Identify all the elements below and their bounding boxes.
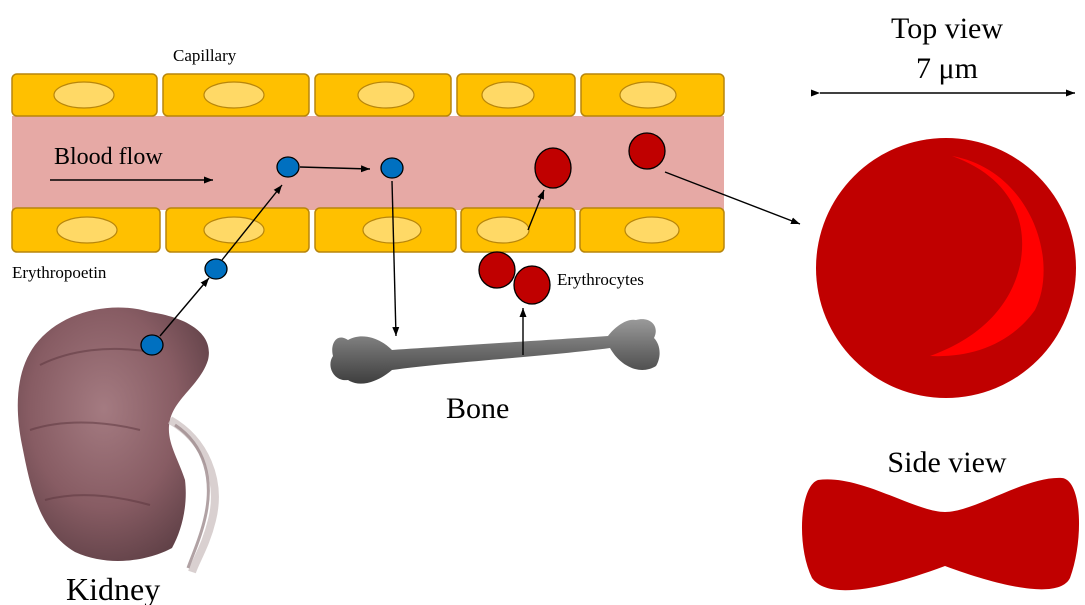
side-view-label: Side view xyxy=(887,446,1006,479)
capillary-wall-bottom xyxy=(12,208,724,252)
capillary-wall-top xyxy=(12,74,724,116)
erythrocytes-label: Erythrocytes xyxy=(557,270,644,289)
erythrocyte xyxy=(479,252,515,288)
bone-label: Bone xyxy=(446,392,509,425)
kidney-label: Kidney xyxy=(66,571,160,605)
erythropoetin-molecule xyxy=(277,157,299,177)
erythrocyte-side-view xyxy=(802,478,1079,590)
erythropoetin-molecule xyxy=(141,335,163,355)
endothelial-cell xyxy=(163,74,309,116)
endothelial-cell xyxy=(12,74,157,116)
endothelial-cell xyxy=(315,208,456,252)
endothelial-cell xyxy=(166,208,309,252)
kidney-illustration xyxy=(18,307,215,572)
endothelial-cell xyxy=(461,208,575,252)
endothelial-cell xyxy=(580,208,724,252)
erythrocyte xyxy=(535,148,571,188)
erythropoetin-label: Erythropoetin xyxy=(12,263,107,282)
erythrocyte-top-view xyxy=(816,138,1076,398)
erythropoetin-molecule xyxy=(381,158,403,178)
endothelial-cell xyxy=(315,74,451,116)
endothelial-cell xyxy=(457,74,575,116)
size-label: 7 μm xyxy=(916,52,978,85)
endothelial-cell xyxy=(581,74,724,116)
top-view-label: Top view xyxy=(891,12,1003,45)
erythrocyte xyxy=(514,266,550,304)
blood-flow-label: Blood flow xyxy=(54,144,163,170)
capillary-label: Capillary xyxy=(173,46,237,65)
bone-illustration xyxy=(330,319,659,384)
endothelial-cell xyxy=(12,208,160,252)
erythrocyte xyxy=(629,133,665,169)
erythropoetin-molecule xyxy=(205,259,227,279)
